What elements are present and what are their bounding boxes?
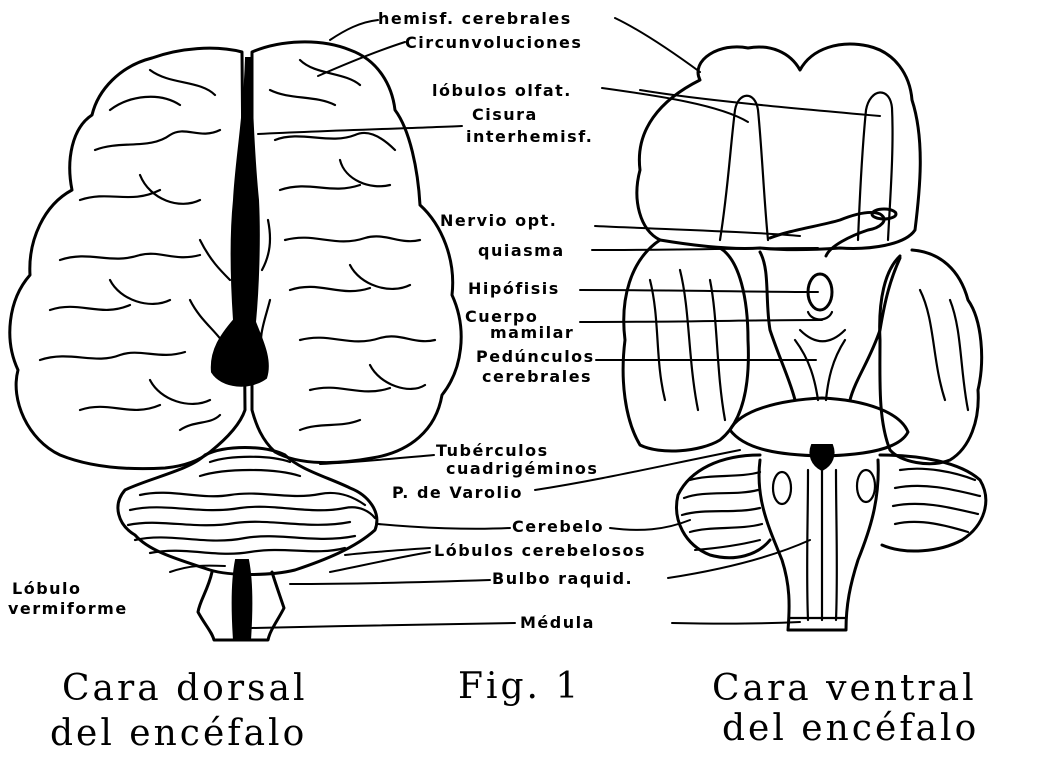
leader-lobulos-olfat: [602, 88, 880, 122]
captions: Cara dorsal del encéfalo Fig. 1 Cara ven…: [50, 666, 979, 754]
ventral-basilar-dot: [810, 445, 833, 470]
label-lobulo-1: Lóbulo: [12, 579, 82, 598]
label-p-varolio: P. de Varolio: [392, 483, 523, 502]
ventral-temporal-lobe-right: [880, 250, 982, 464]
label-tuberculos-1: Tubérculos: [436, 441, 549, 460]
caption-dorsal-line2: del encéfalo: [50, 713, 307, 754]
label-cisura-1: Cisura: [472, 105, 538, 124]
label-tuberculos-2: cuadrigéminos: [446, 459, 598, 478]
leader-hipofisis: [580, 290, 818, 292]
ventral-pyramids: [807, 470, 837, 620]
ventral-olive-left: [773, 472, 791, 504]
label-lobulos-olfat: lóbulos olfat.: [432, 81, 572, 100]
ventral-medulla-oblongata: [759, 460, 878, 630]
dorsal-spinal-canal: [233, 560, 252, 640]
caption-dorsal-line1: Cara dorsal: [62, 668, 308, 709]
label-cuerpo-2: mamilar: [490, 323, 574, 342]
ventral-temporal-lobe-left: [623, 240, 748, 451]
ventral-cerebral-peduncles: [795, 340, 845, 400]
label-lobulo-2: vermiforme: [8, 599, 128, 618]
caption-fig: Fig. 1: [458, 666, 581, 707]
label-cerebelo: Cerebelo: [512, 517, 604, 536]
ventral-olive-right: [857, 470, 875, 502]
label-lobulos-cerebelosos: Lóbulos cerebelosos: [434, 541, 646, 560]
leader-nervio-opt: [595, 226, 800, 236]
label-medula: Médula: [520, 613, 595, 632]
ventral-olfactory-lobe-left: [720, 96, 768, 240]
label-bulbo-raquid: Bulbo raquid.: [492, 569, 633, 588]
dorsal-right-hemisphere: [252, 42, 461, 463]
ventral-mammillary-body: [800, 312, 845, 341]
label-pedunculos-1: Pedúnculos: [476, 347, 595, 366]
ventral-cerebellar-folia: [682, 469, 980, 532]
caption-ventral-line1: Cara ventral: [712, 668, 977, 709]
dorsal-interhemispheric-fissure: [212, 58, 268, 386]
dorsal-cerebellar-folia: [128, 457, 375, 554]
leader-circunvoluciones: [318, 42, 405, 76]
ventral-cerebellum-left: [677, 455, 770, 558]
dorsal-cerebellum: [118, 448, 377, 575]
dorsal-gyri-right: [261, 60, 435, 430]
label-quiasma: quiasma: [478, 241, 565, 260]
dorsal-gyri-left: [40, 70, 230, 430]
label-circunvoluciones: Circunvoluciones: [405, 33, 582, 52]
label-nervio-opt: Nervio opt.: [440, 211, 557, 230]
label-pedunculos-2: cerebrales: [482, 367, 592, 386]
label-cisura-2: interhemisf.: [466, 127, 593, 146]
label-hemisf-cerebrales: hemisf. cerebrales: [378, 9, 572, 28]
label-hipofisis: Hipófisis: [468, 279, 560, 298]
leader-cuerpo-mamilar: [580, 320, 822, 322]
caption-ventral-line2: del encéfalo: [722, 708, 979, 749]
